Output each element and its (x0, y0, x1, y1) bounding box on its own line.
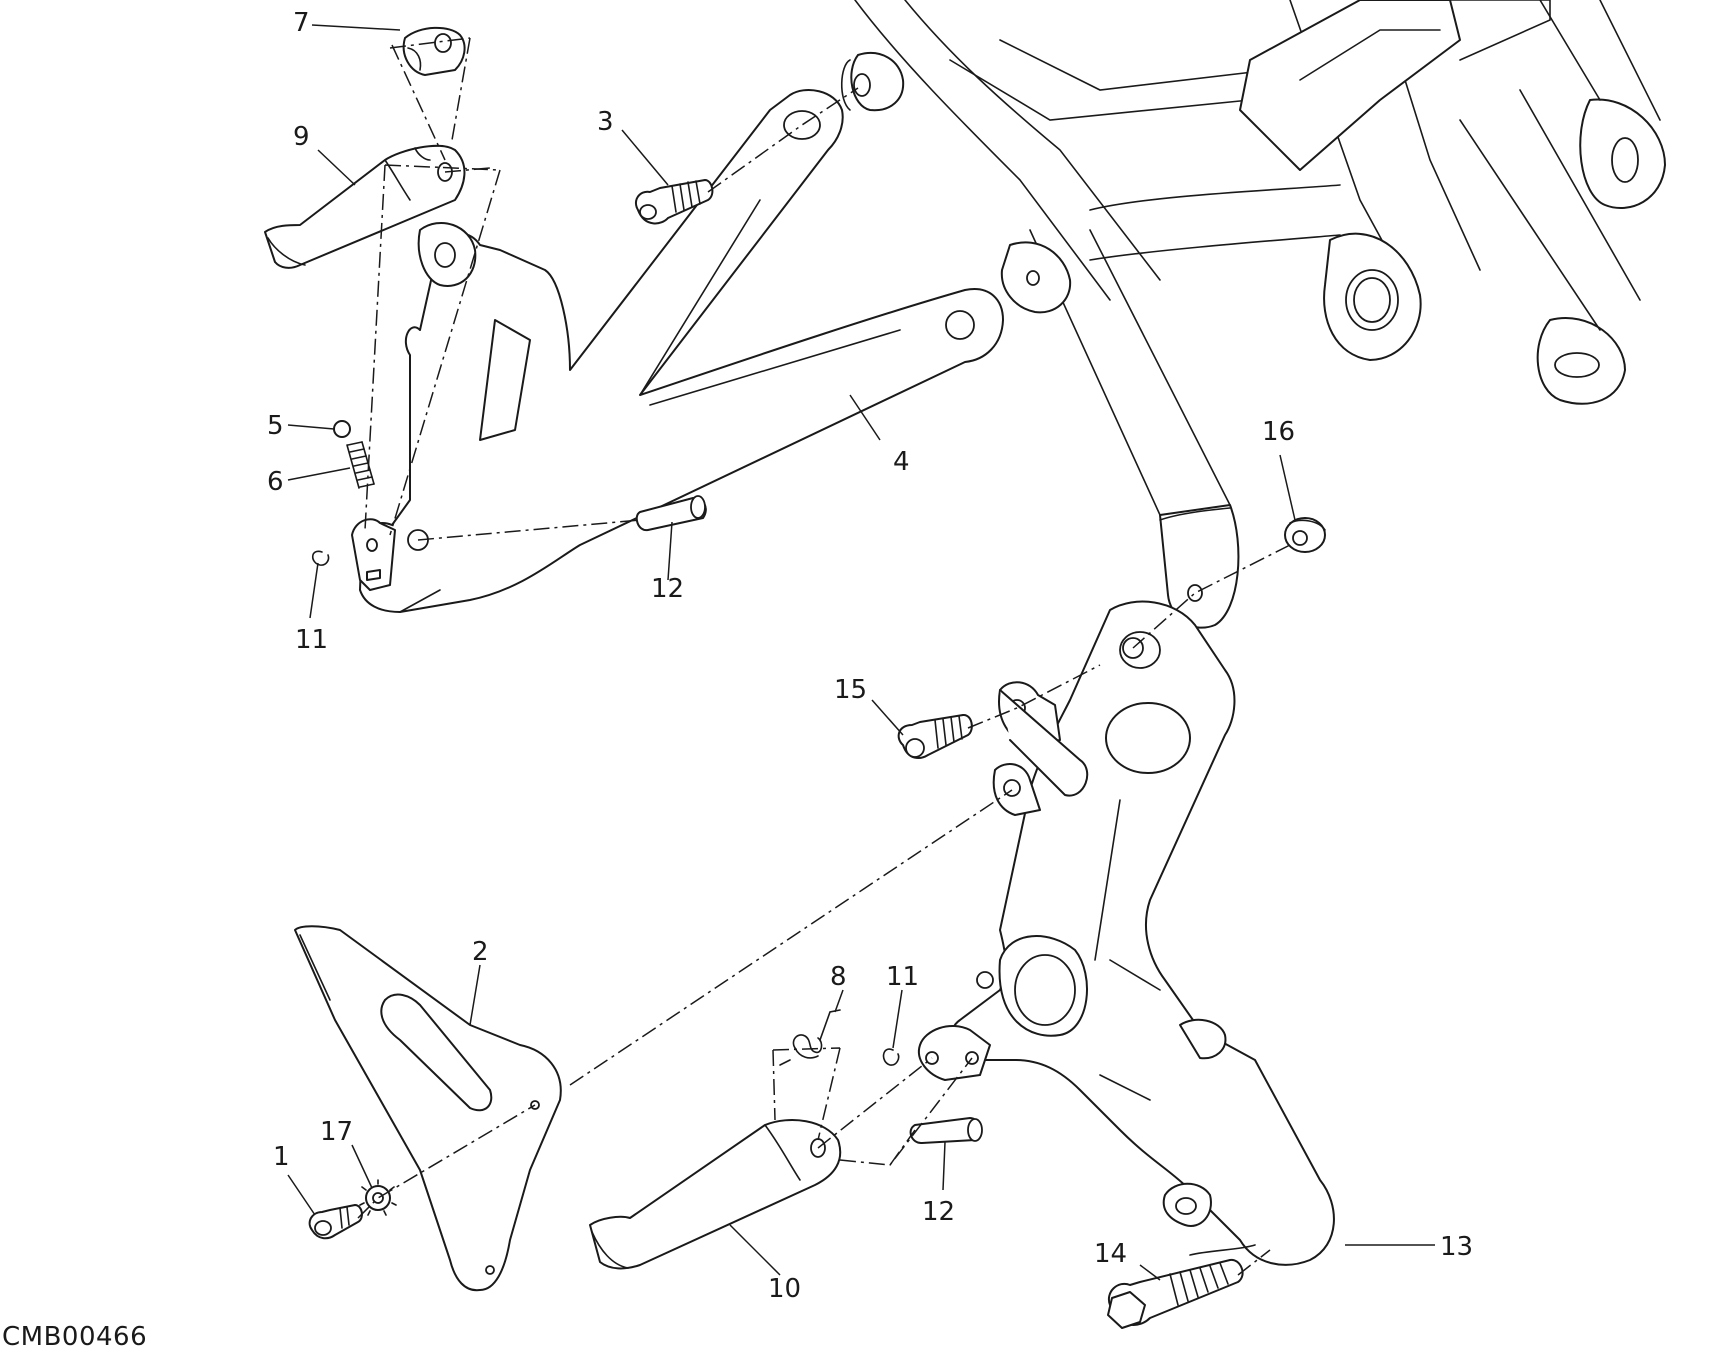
assembly-lines (357, 37, 1291, 1276)
circlip-lower (882, 1048, 900, 1066)
bolt-upper (634, 179, 714, 225)
callout-14: 14 (1094, 1239, 1127, 1269)
footpeg-hanger-lower (917, 600, 1335, 1266)
footpeg-lug-upper (351, 518, 396, 591)
callout-4: 4 (893, 447, 910, 477)
frame-tubes (840, 0, 1666, 629)
bolt-heel-guard (308, 1204, 363, 1240)
bolt-long (1107, 1258, 1244, 1329)
callout-7: 7 (293, 8, 310, 38)
callout-15: 15 (834, 675, 867, 705)
bush-right (1284, 517, 1326, 553)
pin-lower (909, 1117, 983, 1144)
callout-10: 10 (768, 1274, 801, 1304)
callout-13: 13 (1440, 1232, 1473, 1262)
callout-11-upper: 11 (295, 625, 328, 655)
toothed-washer (359, 1179, 397, 1216)
callout-12-upper: 12 (651, 574, 684, 604)
callout-6: 6 (267, 467, 284, 497)
callout-3: 3 (597, 107, 614, 137)
callout-16: 16 (1262, 417, 1295, 447)
footpeg-lower (589, 1119, 842, 1270)
leader-lines (287, 24, 1435, 1281)
circlip-upper (311, 550, 330, 566)
detent-ball (333, 420, 351, 438)
bolt-hanger (897, 714, 973, 759)
torsion-spring (779, 1009, 841, 1066)
callout-17: 17 (320, 1117, 353, 1147)
callout-1: 1 (273, 1142, 290, 1172)
callout-9: 9 (293, 122, 310, 152)
footpeg-cap (402, 26, 466, 76)
callout-numbers: 7 9 3 4 5 6 11 12 16 15 2 8 11 12 1 17 1… (267, 8, 1473, 1304)
callout-11-lower: 11 (886, 962, 919, 992)
callout-5: 5 (267, 411, 284, 441)
callout-12-lower: 12 (922, 1197, 955, 1227)
pin-upper (635, 495, 707, 532)
callout-2: 2 (472, 937, 489, 967)
heel-guard (294, 925, 562, 1292)
drawing-code: CMB00466 (2, 1322, 148, 1352)
callout-8: 8 (830, 962, 847, 992)
